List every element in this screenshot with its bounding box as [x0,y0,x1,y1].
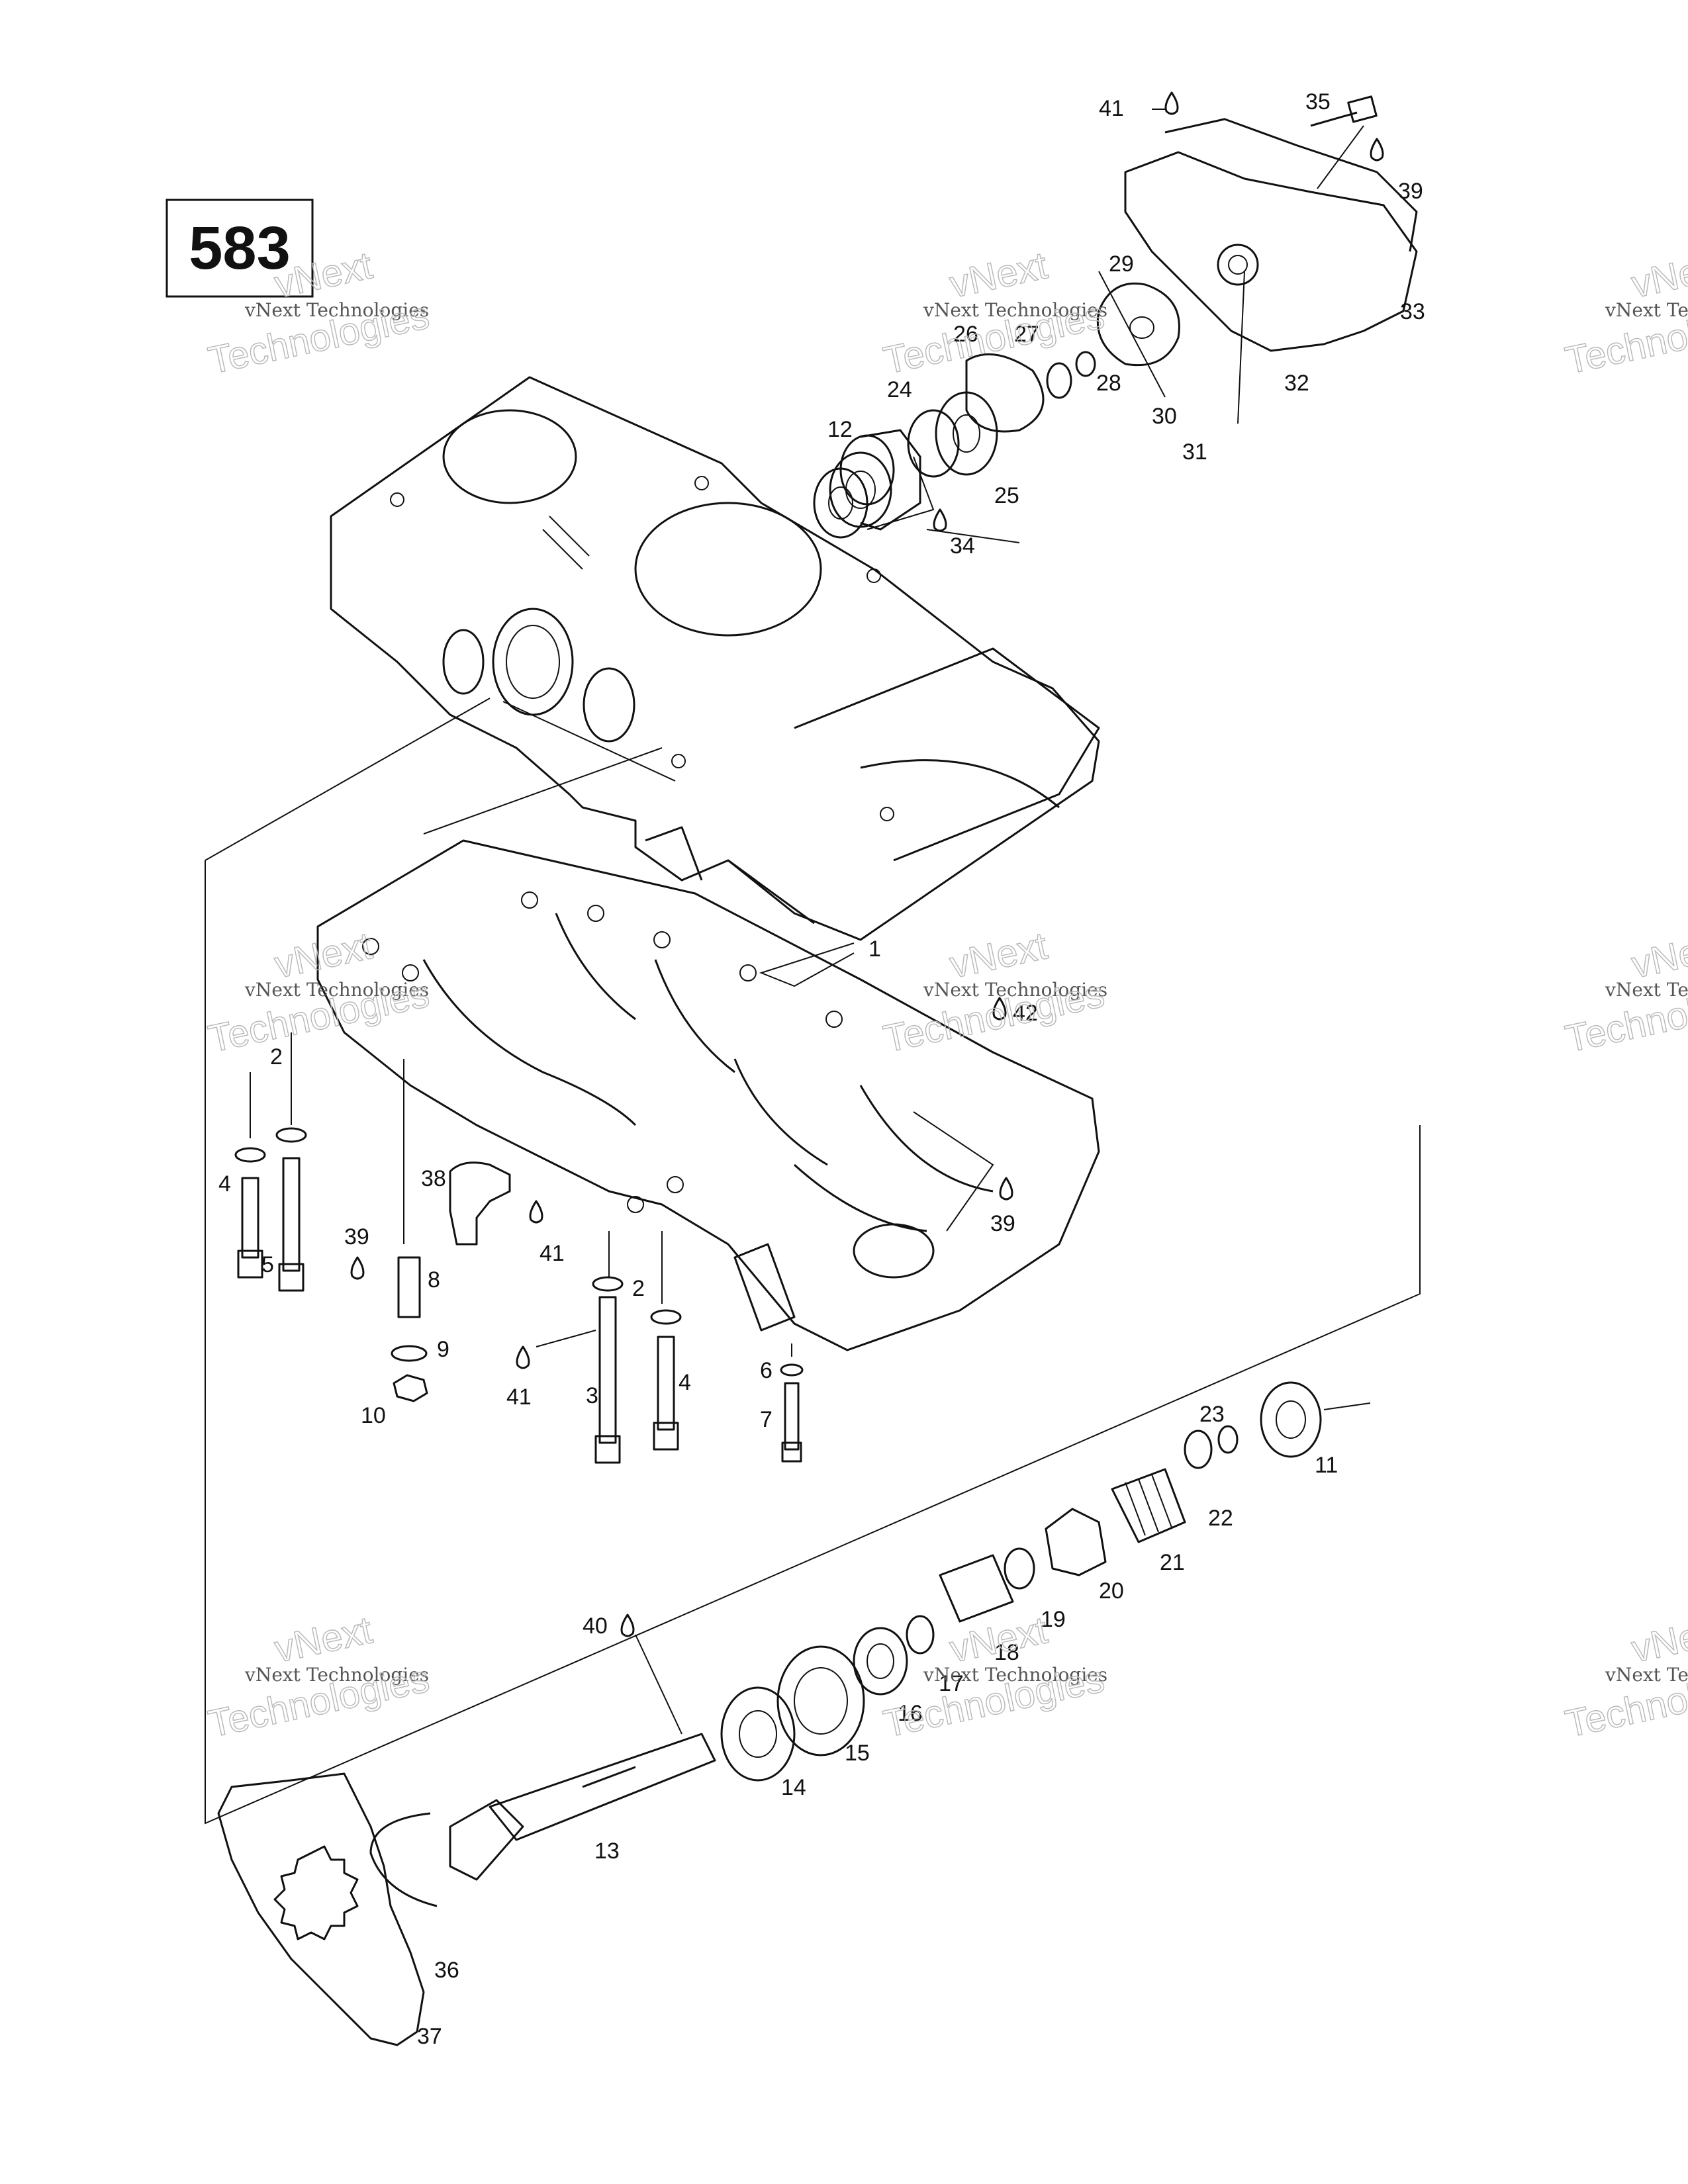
drop-icons [350,91,1384,1637]
lower-crankcase [316,839,1100,1351]
watermark: vNext Technologies vNext Technologies [204,924,433,1062]
callout-2: 2 [270,1044,283,1069]
callout-34: 34 [950,533,975,559]
callouts: 1 2 2 3 4 4 5 6 7 8 9 10 11 12 13 14 15 … [218,89,1425,2049]
callout-10: 10 [361,1403,386,1428]
svg-text:vNext: vNext [1628,924,1688,986]
callout-9: 9 [437,1337,449,1362]
callout-39: 39 [344,1224,369,1250]
callout-25: 25 [994,483,1019,508]
reference-number: 583 [189,214,291,282]
callout-40: 40 [583,1614,608,1639]
drop-icon [350,1256,365,1280]
callout-19: 19 [1041,1607,1066,1632]
callout-1: 1 [868,936,881,962]
callout-16: 16 [898,1701,923,1726]
svg-text:vNext Technologies: vNext Technologies [923,299,1107,321]
callout-41: 41 [1099,96,1124,121]
drop-icon [620,1614,635,1637]
callout-13: 13 [594,1839,620,1864]
drop-icon [1164,91,1179,115]
svg-text:vNext: vNext [271,924,376,986]
callout-30: 30 [1152,404,1177,429]
svg-text:vNext Technologies: vNext Technologies [244,299,429,321]
svg-text:vNext Technologies: vNext Technologies [1605,979,1688,1001]
callout-42: 42 [1013,1001,1038,1026]
callout-21: 21 [1160,1550,1185,1575]
svg-text:vNext: vNext [946,244,1051,306]
drop-icon [1370,138,1384,161]
svg-text:vNext Technologies: vNext Technologies [1605,299,1688,321]
svg-text:vNext: vNext [1628,244,1688,306]
callout-37: 37 [417,2024,442,2049]
callout-41: 41 [539,1241,565,1266]
callout-4: 4 [679,1370,691,1395]
callout-23: 23 [1199,1402,1225,1427]
watermark: vNext Technologies vNext Technologies [1561,924,1688,1062]
watermark: vNext Technologies vNext Technologies [1561,1608,1688,1747]
callout-3: 3 [586,1383,598,1408]
callout-27: 27 [1014,322,1039,347]
callout-28: 28 [1096,371,1121,396]
fasteners [234,1127,804,1464]
upper-crankcase [330,376,1100,941]
watermarks: vNext Technologies vNext Technologies vN… [204,244,1688,1747]
callout-26: 26 [953,322,978,347]
callout-32: 32 [1284,371,1309,396]
watermark: vNext Technologies vNext Technologies [204,1608,433,1747]
callout-39: 39 [990,1211,1015,1236]
callout-8: 8 [428,1267,440,1293]
svg-text:vNext: vNext [946,1608,1051,1670]
callout-41: 41 [506,1385,532,1410]
svg-text:vNext: vNext [1628,1608,1688,1670]
callout-2: 2 [632,1276,645,1301]
drop-icon [516,1345,530,1369]
callout-7: 7 [760,1407,773,1432]
drop-icon [933,508,947,532]
callout-5: 5 [261,1252,274,1277]
drop-icon [992,997,1007,1021]
callout-36: 36 [434,1958,459,1983]
watermark: vNext Technologies vNext Technologies [1561,244,1688,383]
watermark: vNext Technologies vNext Technologies [879,244,1108,383]
drop-icon [999,1177,1013,1201]
callout-14: 14 [781,1775,806,1800]
svg-text:vNext Technologies: vNext Technologies [923,1664,1107,1686]
svg-text:vNext Technologies: vNext Technologies [244,979,429,1001]
watermark: vNext Technologies vNext Technologies [879,924,1108,1062]
svg-text:vNext: vNext [946,924,1051,986]
callout-33: 33 [1400,299,1425,324]
drop-icon [529,1200,543,1224]
callout-24: 24 [887,377,912,402]
callout-38: 38 [421,1166,446,1191]
callout-35: 35 [1305,89,1331,114]
svg-text:vNext Technologies: vNext Technologies [244,1664,429,1686]
callout-17: 17 [939,1671,964,1696]
callout-39: 39 [1398,179,1423,204]
water-pump-assembly [813,95,1418,539]
callout-20: 20 [1099,1578,1124,1604]
drive-shaft-assembly [217,1381,1322,2046]
callout-22: 22 [1208,1506,1233,1531]
svg-text:vNext: vNext [271,1608,376,1670]
watermark: vNext Technologies vNext Technologies [879,1608,1108,1747]
reference-box: 583 [165,199,314,298]
svg-text:vNext Technologies: vNext Technologies [923,979,1107,1001]
callout-12: 12 [827,417,853,442]
callout-29: 29 [1109,251,1134,277]
callout-15: 15 [845,1741,870,1766]
callout-4: 4 [218,1171,231,1197]
assembly-outline [205,698,1421,1825]
callout-11: 11 [1315,1453,1338,1478]
svg-text:vNext Technologies: vNext Technologies [1605,1664,1688,1686]
callout-31: 31 [1182,439,1207,465]
callout-6: 6 [760,1358,773,1383]
callout-18: 18 [994,1640,1019,1665]
leader-lines [250,109,1371,1735]
